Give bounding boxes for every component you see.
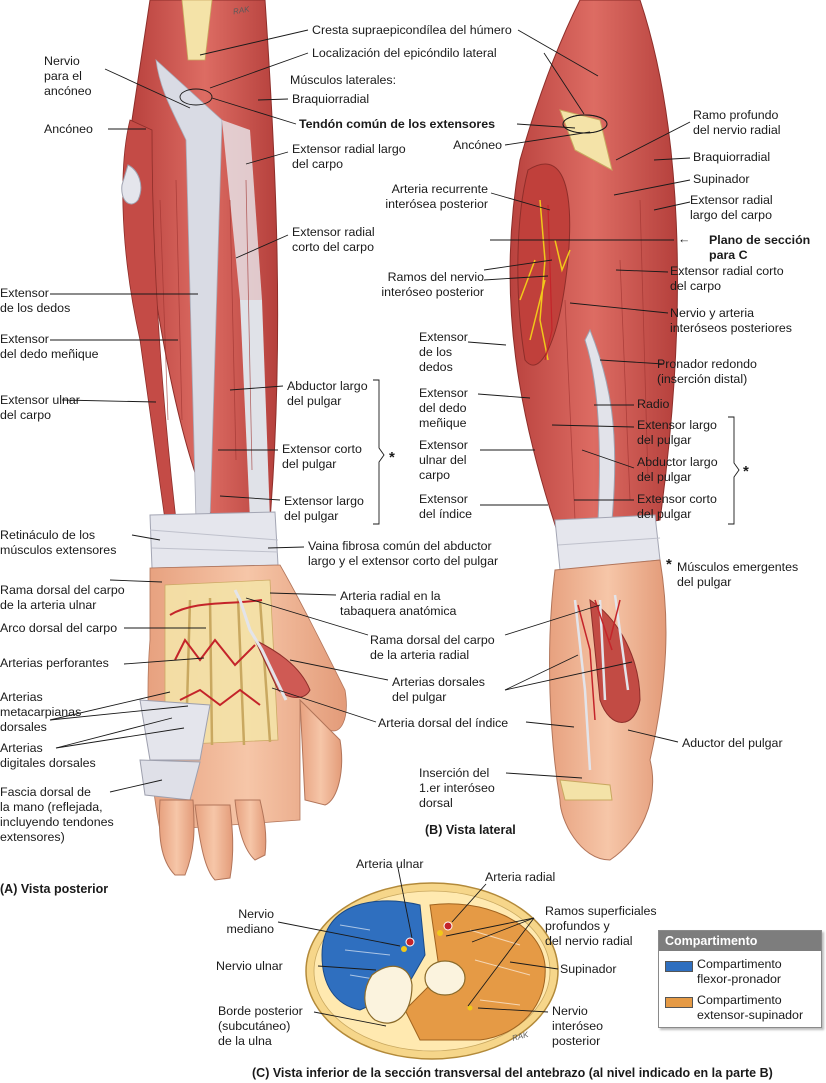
label-extensor-corto-pulgar-a: Extensor corto del pulgar — [282, 442, 362, 471]
label-extensor-indice: Extensor del índice — [419, 492, 473, 521]
label-musculos-emergentes: Músculos emergentes del pulgar — [677, 560, 799, 589]
label-ramos-nervio-interoseo: Ramos del nervio interóseo posterior — [381, 270, 484, 299]
label-nervio-mediano: Nervio mediano — [226, 907, 274, 936]
label-abductor-largo-pulgar-b: Abductor largo del pulgar — [637, 455, 718, 484]
label-nervio-interoseo-posterior: Nervio interóseo posterior — [552, 1004, 603, 1048]
star-b: * — [743, 463, 749, 480]
label-rama-dorsal-carpo-radial: Rama dorsal del carpo de la arteria radi… — [370, 633, 495, 662]
legend-swatch-extensor — [665, 997, 693, 1008]
label-arterias-metacarpianas: Arterias metacarpianas dorsales — [0, 690, 82, 734]
label-extensor-dedos-b: Extensor de los dedos — [419, 330, 468, 374]
label-braquiorradial-b: Braquiorradial — [693, 150, 771, 164]
label-nervio-ulnar: Nervio ulnar — [216, 959, 283, 973]
label-rama-dorsal-carpo-ulnar: Rama dorsal del carpo de la arteria ulna… — [0, 583, 125, 612]
leader-lines — [49, 29, 740, 1027]
label-nervio-anconeo: Nervio para el ancóneo — [44, 54, 92, 98]
label-musculos-laterales: Músculos laterales: — [290, 73, 397, 87]
label-tendon-comun-extensores: Tendón común de los extensores — [299, 117, 495, 131]
label-extensor-largo-pulgar-b: Extensor largo del pulgar — [637, 418, 717, 447]
label-extensor-corto-pulgar-b: Extensor corto del pulgar — [637, 492, 717, 521]
caption-c: (C) Vista inferior de la sección transve… — [252, 1066, 773, 1080]
label-vaina-fibrosa: Vaina fibrosa común del abductor largo y… — [308, 539, 499, 568]
cross-section-illustration — [305, 882, 559, 1060]
label-arterias-digitales: Arterias digitales dorsales — [0, 741, 96, 770]
label-pronador-redondo: Pronador redondo (inserción distal) — [657, 357, 757, 386]
label-nervio-arteria-interoseos: Nervio y arteria interóseos posteriores — [670, 306, 792, 335]
label-extensor-ulnar-carpo-a: Extensor ulnar del carpo — [0, 393, 80, 422]
legend-item-flexor: Compartimento flexor-pronador — [659, 957, 817, 987]
star-a: * — [389, 449, 395, 466]
label-arterias-perforantes: Arterias perforantes — [0, 656, 109, 670]
label-radio: Radio — [637, 397, 670, 411]
label-retinaculo-extensores: Retináculo de los músculos extensores — [0, 528, 117, 557]
label-supinador-b: Supinador — [693, 172, 750, 186]
label-cresta-supraepicondilea: Cresta supraepicondílea del húmero — [312, 23, 512, 37]
label-arteria-recurrente: Arteria recurrente interósea posterior — [385, 182, 488, 211]
label-extensor-radial-largo-carpo-a: Extensor radial largo del carpo — [292, 142, 406, 171]
caption-a: (A) Vista posterior — [0, 882, 109, 896]
legend-label-flexor: Compartimento flexor-pronador — [697, 957, 782, 986]
label-arterias-dorsales-pulgar: Arterias dorsales del pulgar — [392, 675, 485, 704]
star-legend: * — [666, 556, 672, 573]
label-extensor-radial-corto-carpo-b: Extensor radial corto del carpo — [670, 264, 784, 293]
label-aductor-pulgar: Aductor del pulgar — [682, 736, 783, 750]
label-extensor-menique-b: Extensor del dedo meñique — [419, 386, 468, 430]
label-extensor-menique-a: Extensor del dedo meñique — [0, 332, 99, 361]
label-anconeo-a: Ancóneo — [44, 122, 93, 136]
legend-swatch-flexor — [665, 961, 693, 972]
label-supinador-c: Supinador — [560, 962, 617, 976]
label-insercion-interoseo: Inserción del 1.er interóseo dorsal — [419, 766, 495, 810]
label-epicondilo-lateral: Localización del epicóndilo lateral — [312, 46, 497, 60]
label-arteria-radial-tabaquera: Arteria radial en la tabaquera anatómica — [340, 589, 457, 618]
compartment-legend: Compartimento Compartimento flexor-prona… — [658, 930, 822, 1028]
label-extensor-radial-largo-carpo-b: Extensor radial largo del carpo — [690, 193, 773, 222]
label-arteria-dorsal-indice: Arteria dorsal del índice — [378, 716, 509, 730]
label-ramo-profundo-nervio-radial: Ramo profundo del nervio radial — [693, 108, 781, 137]
legend-item-extensor: Compartimento extensor-supinador — [659, 993, 817, 1023]
label-arteria-ulnar-c: Arteria ulnar — [356, 857, 424, 871]
caption-b: (B) Vista lateral — [425, 823, 516, 837]
lateral-forearm-illustration — [509, 0, 678, 861]
label-anconeo-b: Ancóneo — [453, 138, 502, 152]
label-extensor-dedos-a: Extensor de los dedos — [0, 286, 71, 315]
label-extensor-ulnar-carpo-b: Extensor ulnar del carpo — [419, 438, 468, 482]
plano-arrow-icon: ← — [678, 232, 691, 246]
label-arteria-radial-c: Arteria radial — [485, 870, 556, 884]
label-ramos-superficiales: Ramos superficiales profundos y del nerv… — [545, 904, 657, 948]
label-braquiorradial-a: Braquiorradial — [292, 92, 370, 106]
label-plano-seccion: Plano de sección para C — [709, 233, 811, 262]
label-extensor-radial-corto-carpo-a: Extensor radial corto del carpo — [292, 225, 375, 254]
label-arco-dorsal-carpo: Arco dorsal del carpo — [0, 621, 118, 635]
label-extensor-largo-pulgar-a: Extensor largo del pulgar — [284, 494, 364, 523]
label-fascia-dorsal: Fascia dorsal de la mano (reflejada, inc… — [0, 785, 114, 844]
legend-title: Compartimento — [659, 931, 821, 951]
legend-label-extensor: Compartimento extensor-supinador — [697, 993, 804, 1022]
label-abductor-largo-pulgar-a: Abductor largo del pulgar — [287, 379, 368, 408]
label-borde-posterior-ulna: Borde posterior (subcutáneo) de la ulna — [218, 1004, 303, 1048]
posterior-forearm-illustration — [121, 0, 347, 881]
